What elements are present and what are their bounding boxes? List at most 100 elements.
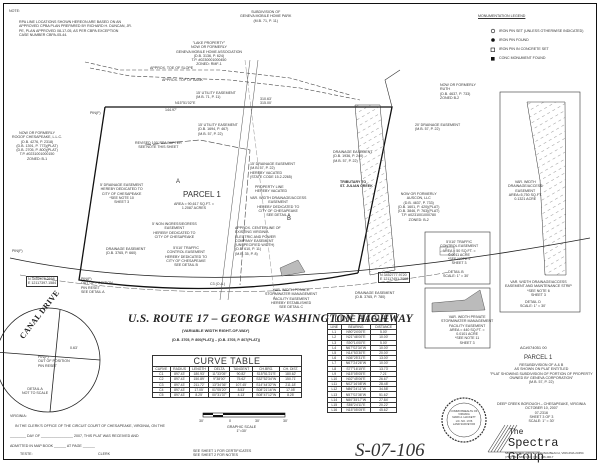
detail-c-note: VAR. WIDTH PRIVATE STORMWATER MANAGEMENT… — [441, 315, 494, 345]
scale-tick: 30' — [255, 419, 260, 423]
note-title: NOTE: — [9, 9, 20, 13]
pin-found-label: PIN(F) — [90, 111, 101, 115]
table-cell: 13°34'36" — [208, 381, 231, 388]
legend-item: CONC MONUMENT FOUND — [499, 56, 546, 60]
clerk-teste: TESTE: — [20, 452, 33, 456]
adjacent-owner-auscon: NOW OR FORMERLY AUSCON, LLC (D.B. 4637, … — [398, 192, 440, 222]
scale-tick: 30' — [199, 419, 204, 423]
coordinate-right: N 3452777.9720 E 12117451.3068 — [378, 272, 411, 283]
line-table-title: LINE TABLE — [327, 313, 397, 325]
parcel-title: PARCEL 1 — [183, 190, 221, 199]
company-address: 580 Central Drive Virginia Beach, Virgin… — [505, 451, 584, 459]
drainage-easement-label: DRAINAGE EASEMENT (D.B. 1936, P. 240) (M… — [333, 150, 373, 163]
parcel-a-marker: A — [176, 179, 181, 185]
clerk-state: VIRGINIA: — [10, 414, 27, 418]
company-name: Spectra Group — [508, 436, 559, 464]
scale-tick: 0 — [229, 419, 231, 423]
road-centerline — [19, 271, 451, 293]
drainage-access-label: VAR. WIDTH DRAINAGE/ACCESS EASEMENT HERE… — [250, 196, 307, 218]
handwritten-file-number: S-07-106 — [355, 440, 425, 461]
pin-found-label: PIN(F) — [12, 249, 23, 253]
conc-monument-icon — [491, 57, 495, 61]
graphic-scale-bar — [202, 412, 286, 418]
toe-of-slope-line — [84, 61, 351, 96]
table-cell: 01°05'20" — [208, 386, 231, 393]
property-line-label: PROPERTY LINE HEREBY VACATED — [255, 185, 288, 194]
surveyor-seal-text: COMMONWEALTH OF VIRGINIA MARK A. HACKETT… — [450, 410, 478, 426]
instrument-number: AC#074051 00 — [520, 345, 547, 350]
table-cell: 00°31'37" — [208, 391, 231, 399]
utility-easement-label: 15' UTILITY EASEMENT (D.B. 1694, P. 467)… — [198, 123, 238, 136]
pin-out-of-position-label: PIN(F) OUT OF POSITION PIN RESET SEE DET… — [81, 277, 113, 294]
vepco-centerline — [244, 59, 276, 301]
detail-a-distance: 0.63' — [70, 346, 78, 350]
scale-tick: 30' — [283, 419, 288, 423]
detail-d-easement-note: VAR. WIDTH DRAINAGE/ACCESS EASEMENT AND … — [505, 280, 572, 297]
table-cell: 8.25' — [279, 391, 302, 399]
adjacent-lot-line — [384, 69, 401, 108]
parcel-area: AREA = 90,617 SQ.FT. = 1.2087 ACRES — [174, 202, 214, 211]
road-subtitle: (VARIABLE WIDTH RIGHT-OF-WAY) — [182, 328, 250, 333]
stormwater-shaded-area — [279, 259, 306, 277]
drainage-easement-label: 15' DRAINAGE EASEMENT (M.B. 57, P. 22) H… — [250, 162, 296, 179]
stormwater-easement-label: VAR. WIDTH PRIVATE STORMWATER MANAGEMENT… — [265, 288, 318, 310]
table-cell: L16 — [327, 406, 342, 414]
road-right-of-way-line — [9, 237, 591, 278]
table-cell: 897.43' — [169, 391, 190, 399]
clerk-signature-label: CLERK — [98, 452, 110, 456]
detail-a-pin-label: PIN(F) OUT OF POSITION PIN RESET — [38, 355, 70, 368]
lake-property-label: "LAKE PROPERTY" NOW OR FORMERLY GENEVA M… — [176, 41, 242, 67]
table-cell: S08°47'12"W — [251, 391, 281, 399]
drainage-hatch-area — [354, 104, 396, 276]
tributary-label: TRIBUTARY TO ST. JULIAN CREEK — [340, 180, 373, 189]
spectra-logo-icon — [487, 424, 540, 453]
table-cell: 4.13' — [229, 391, 253, 399]
north-line-distance: 144.97' — [165, 108, 177, 112]
curve-label: C3 (O.A.) — [210, 282, 226, 286]
detail-c-box — [424, 287, 491, 349]
curve-table-title: CURVE TABLE — [152, 355, 302, 367]
drainage-easement-label: DRAINAGE EASEMENT (D.B. 3765, P. 780) — [355, 291, 395, 300]
top-bank-label: APPROX. TOP OF BANK — [162, 78, 203, 82]
table-cell: N15°05'05"E — [340, 406, 372, 414]
title-location: DEEP CREEK BOROUGH – CHESAPEAKE, VIRGINI… — [497, 402, 586, 424]
clerk-line: IN THE CLERK'S OFFICE OF THE CIRCUIT COU… — [15, 424, 165, 428]
toe-slope-label: APPROX. TOE OF SLOPE — [150, 66, 194, 70]
table-cell: 45.62' — [370, 406, 397, 414]
detail-d-note: VAR. WIDTH DRAINAGE/ACCESS EASEMENT AREA… — [508, 180, 543, 202]
detail-b-title: DETAIL B SCALE: 1" = 30' — [443, 270, 469, 279]
easement-line — [219, 59, 251, 301]
easement-line — [227, 59, 259, 301]
utility-easement-label: 15' UTILITY EASEMENT (M.B. 71, P. 11) — [196, 91, 236, 100]
traffic-control-label: 5'X10' TRAFFIC CONTROL EASEMENT HEREBY D… — [165, 246, 208, 268]
subdivision-label: SUBDIVISION OF GENEVA MOBILE HOME PARK (… — [240, 10, 292, 23]
detail-b-box — [424, 231, 491, 285]
iron-pin-found-icon — [491, 38, 495, 42]
iron-pin-set-icon — [490, 28, 496, 34]
title-description: RESUBDIVISION OF A & B AS SHOWN ON PLAT … — [490, 363, 593, 385]
adjacent-owner-rogof: NOW OR FORMERLY ROGOF CHESAPEAKE, L.L.C.… — [12, 131, 63, 161]
legend-item: IRON PIN FOUND — [499, 38, 529, 42]
table-cell: 8.25' — [188, 391, 210, 399]
company-the: The — [509, 428, 524, 437]
detail-d-box — [499, 91, 581, 313]
clerk-line: ADMITTED IN MAP BOOK ______ AT PAGE ____… — [10, 444, 95, 448]
north-line-distance: 310.63' 315.00' — [260, 97, 272, 106]
note-text: RPA LINE LOCATIONS SHOWN HEREON ARE BASE… — [19, 20, 132, 37]
table-cell: S14°44'32"W — [251, 381, 281, 388]
ingress-egress-label: 5' NON INGRESS/EGRESS EASEMENT HEREBY DE… — [152, 222, 197, 239]
drainage-easement-label: DRAINAGE EASEMENT (D.B. 3765, P. 660) — [106, 247, 146, 256]
north-line-bearing: N15°51'02"E — [175, 101, 196, 105]
drainage-easement-label: 20' DRAINAGE EASEMENT (M.B. 57, P. 22) — [415, 123, 461, 132]
column-header: TANGENT — [229, 365, 253, 373]
